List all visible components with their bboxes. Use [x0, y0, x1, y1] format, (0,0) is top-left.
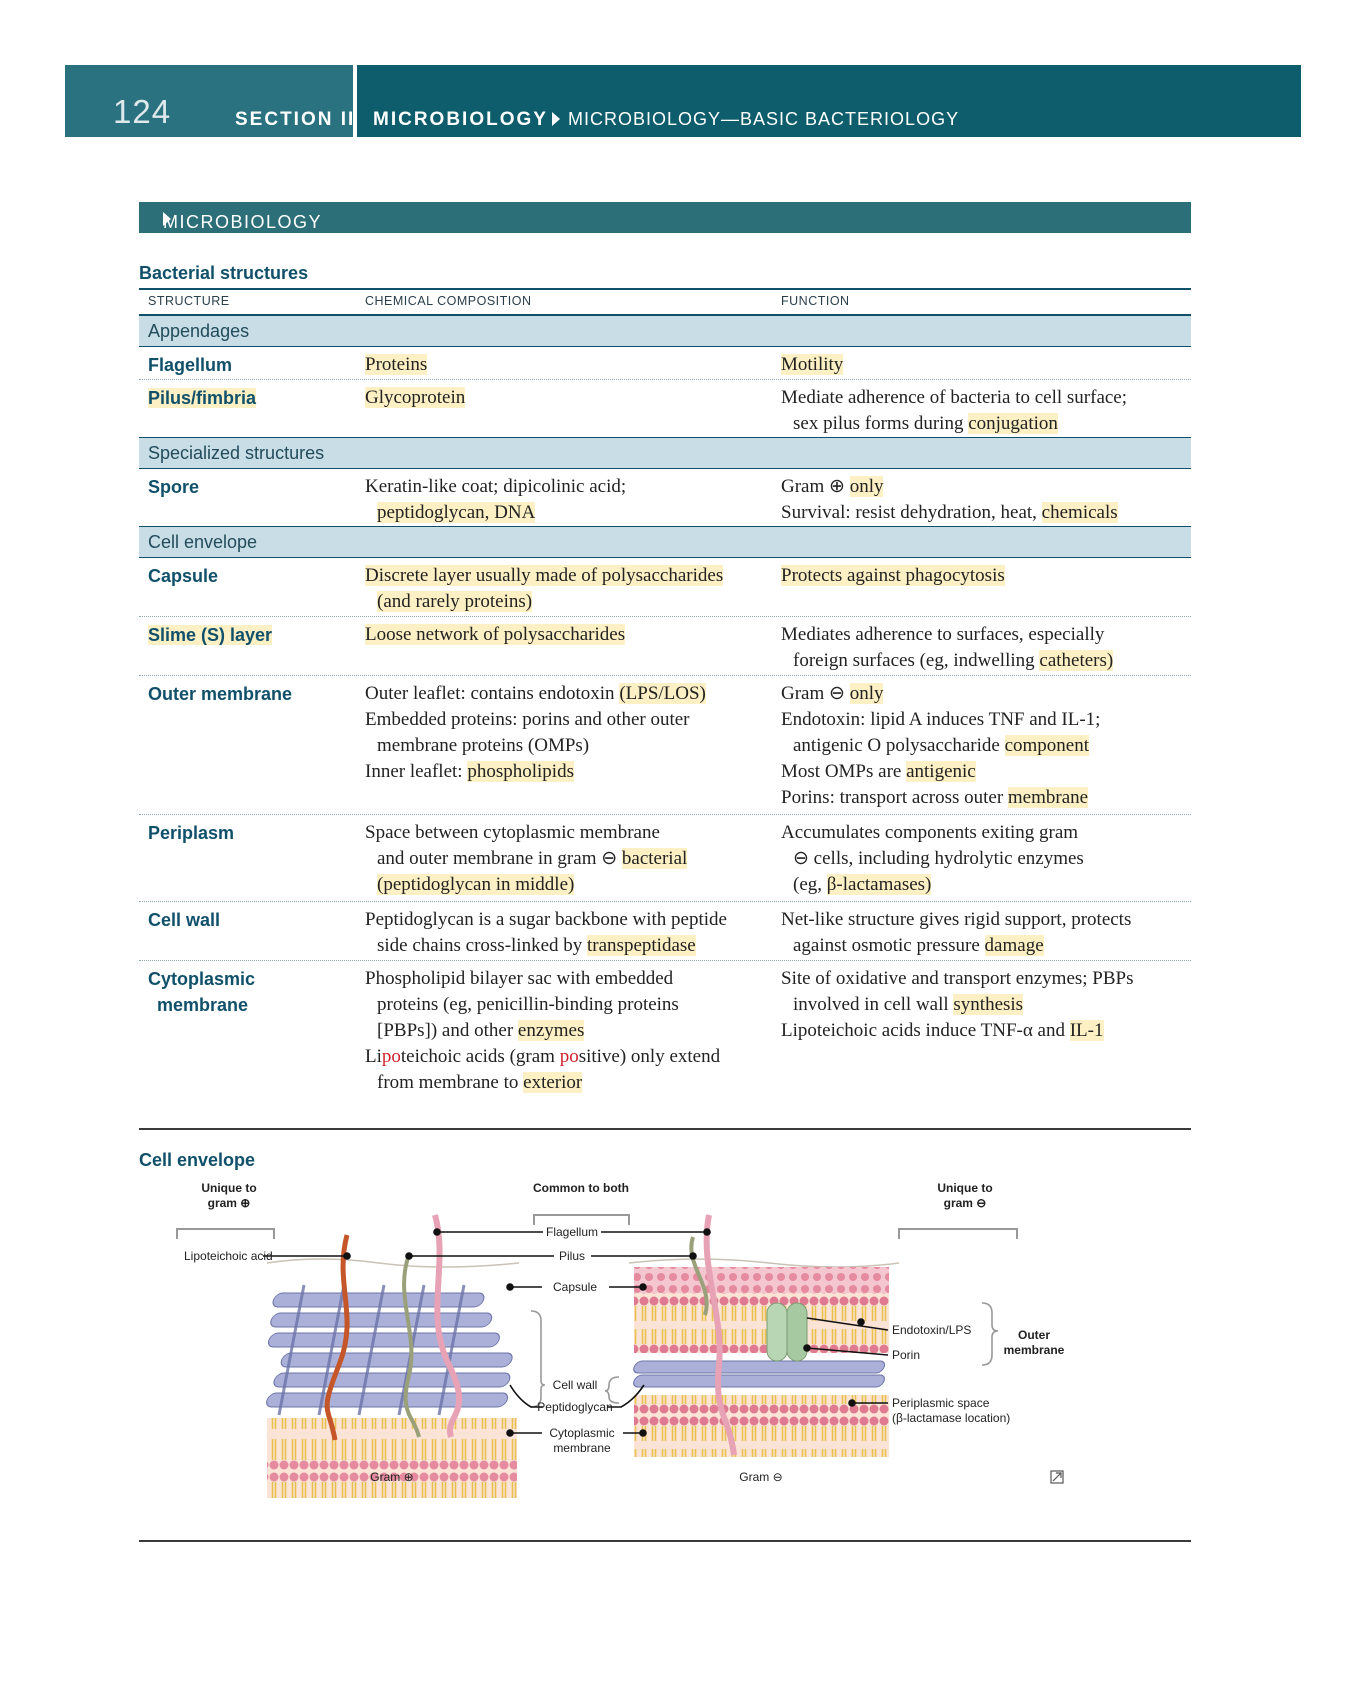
table-row-spore: Spore Keratin-like coat; dipicolinic aci…: [139, 469, 1191, 527]
label-unique-pos-1: Unique to: [201, 1181, 256, 1195]
label-lipoteichoic: Lipoteichoic acid: [184, 1249, 273, 1263]
label-outer-1: Outer: [1018, 1328, 1050, 1342]
table-title: Bacterial structures: [139, 263, 309, 283]
brace-unique-neg: [898, 1228, 1018, 1239]
lipoteichoic-acid: [324, 1234, 350, 1441]
group-envelope: Cell envelope: [139, 527, 1191, 558]
table-row-cell-wall: Cell wall Peptidoglycan is a sugar backb…: [139, 902, 1191, 961]
gram-pos-pilus: [402, 1254, 421, 1438]
label-unique-pos-2: gram ⊕: [208, 1196, 251, 1210]
cell-envelope-figure: Unique to gram ⊕ Common to both Unique t…: [139, 1175, 1191, 1520]
section-strip: MICROBIOLOGY—BASIC BACTERIOLOGY: [139, 202, 1191, 274]
label-periplasmic-2: (β-lactamase location): [892, 1411, 1010, 1425]
triangle-icon: [552, 112, 560, 126]
col-chemical: CHEMICAL COMPOSITION: [365, 294, 532, 308]
table-row-capsule: Capsule Discrete layer usually made of p…: [139, 558, 1191, 617]
table-row-cytoplasmic-membrane: Cytoplasmic membrane Phospholipid bilaye…: [148, 968, 1134, 1093]
label-outer-2: membrane: [1004, 1343, 1065, 1357]
label-cell-wall: Cell wall: [553, 1378, 598, 1392]
image-link-icon[interactable]: [1050, 1470, 1064, 1484]
label-unique-neg-2: gram ⊖: [944, 1196, 987, 1210]
label-flagellum: Flagellum: [546, 1225, 598, 1239]
col-structure: STRUCTURE: [148, 294, 230, 308]
gram-positive-envelope: [266, 1214, 520, 1498]
cell-envelope-diagram: Unique to gram ⊕ Common to both Unique t…: [176, 1181, 1065, 1498]
column-headers: STRUCTURE CHEMICAL COMPOSITION FUNCTION: [139, 288, 1191, 316]
gram-pos-cytoplasmic-membrane: [267, 1418, 517, 1498]
label-capsule: Capsule: [553, 1280, 597, 1294]
table-row-outer-membrane: Outer membrane Outer leaflet: contains e…: [139, 676, 1191, 815]
page-number: 124: [113, 93, 172, 130]
gram-pos-flagellum: [432, 1214, 463, 1438]
brace-unique-pos: [176, 1228, 275, 1239]
label-periplasmic-1: Periplasmic space: [892, 1396, 990, 1410]
table-row-slime: Slime (S) layer Loose network of polysac…: [139, 617, 1191, 676]
figure-title: Cell envelope: [139, 1150, 256, 1170]
gram-neg-cytoplasmic-membrane: [634, 1395, 889, 1457]
label-peptidoglycan: Peptidoglycan: [537, 1400, 612, 1414]
label-porin: Porin: [892, 1348, 920, 1362]
label-gram-neg: Gram ⊖: [739, 1470, 782, 1484]
triangle-icon: [163, 212, 171, 226]
gram-neg-outer-membrane: [634, 1293, 889, 1353]
gram-negative-envelope: [628, 1214, 900, 1457]
label-unique-neg-1: Unique to: [937, 1181, 992, 1195]
label-pilus: Pilus: [559, 1249, 585, 1263]
col-function: FUNCTION: [781, 294, 850, 308]
label-cytoplasmic-1: Cytoplasmic: [549, 1426, 614, 1440]
group-specialized: Specialized structures: [139, 438, 1191, 469]
gram-neg-pilus: [689, 1236, 709, 1316]
group-appendages: Appendages: [139, 316, 1191, 347]
label-cytoplasmic-2: membrane: [553, 1441, 611, 1455]
breadcrumb: MICROBIOLOGY—BASIC BACTERIOLOGY: [552, 109, 959, 130]
table-row-flagellum: Flagellum Proteins Motility: [139, 347, 1191, 380]
subject-label: MICROBIOLOGY: [373, 109, 548, 130]
section-label: SECTION II: [235, 109, 356, 130]
porin: [766, 1302, 808, 1362]
table-row-periplasm: Periplasm Space between cytoplasmic memb…: [139, 815, 1191, 902]
table-row-pilus: Pilus/fimbria Glycoprotein Mediate adher…: [139, 380, 1191, 438]
gram-neg-flagellum: [703, 1214, 737, 1456]
label-gram-pos: Gram ⊕: [370, 1470, 413, 1484]
label-common: Common to both: [533, 1181, 629, 1195]
label-endotoxin: Endotoxin/LPS: [892, 1323, 971, 1337]
page-number-box: [65, 65, 353, 137]
figure-end-rule: [139, 1540, 1191, 1542]
page-header: 124 SECTION II MICROBIOLOGY MICROBIOLOGY…: [65, 65, 1301, 137]
lps-layer: [634, 1267, 889, 1293]
bacterial-structures-table: STRUCTURE CHEMICAL COMPOSITION FUNCTION …: [139, 288, 1191, 1101]
table-end-rule: [139, 1128, 1191, 1130]
brace-common: [533, 1214, 630, 1225]
